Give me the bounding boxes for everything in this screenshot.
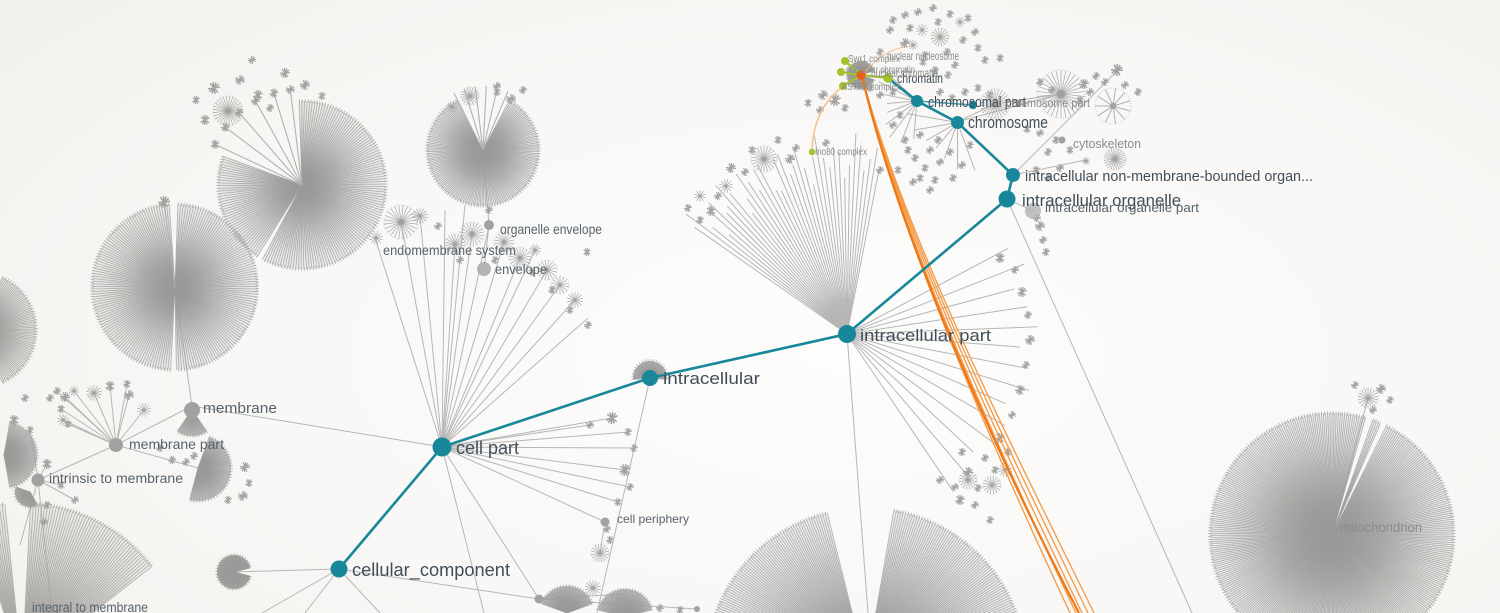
svg-text:chromosome: chromosome — [968, 113, 1048, 132]
svg-text:membrane: membrane — [203, 401, 277, 417]
svg-text:intracellular organelle: intracellular organelle — [1022, 191, 1181, 210]
svg-text:Ino80 complex: Ino80 complex — [815, 146, 868, 158]
svg-text:intracellular: intracellular — [663, 369, 760, 388]
svg-text:chromatin: chromatin — [897, 70, 943, 86]
svg-text:chromosomal part: chromosomal part — [928, 94, 1027, 111]
svg-text:cytoskeleton: cytoskeleton — [1073, 136, 1141, 151]
svg-text:organelle envelope: organelle envelope — [500, 221, 602, 237]
svg-text:Swr1 complex: Swr1 complex — [848, 53, 901, 65]
svg-text:endomembrane system: endomembrane system — [383, 242, 516, 258]
svg-text:cellular_component: cellular_component — [352, 560, 510, 581]
svg-text:intracellular non-membrane-bou: intracellular non-membrane-bounded organ… — [1025, 168, 1313, 185]
svg-text:mitochondrion: mitochondrion — [1340, 520, 1422, 535]
svg-text:cell part: cell part — [456, 438, 519, 458]
svg-text:intrinsic to membrane: intrinsic to membrane — [49, 471, 183, 486]
svg-text:intracellular organelle part: intracellular organelle part — [1045, 200, 1199, 215]
svg-text:nuclear nucleosome: nuclear nucleosome — [887, 49, 959, 63]
svg-text:cell periphery: cell periphery — [617, 512, 689, 526]
svg-text:ASTRA complex: ASTRA complex — [842, 81, 901, 93]
svg-text:membrane part: membrane part — [129, 436, 224, 452]
svg-text:chromosome part: chromosome part — [1006, 96, 1091, 110]
svg-text:integral to membrane: integral to membrane — [32, 600, 148, 613]
svg-text:intracellular part: intracellular part — [860, 326, 991, 345]
svg-text:envelope: envelope — [495, 261, 547, 277]
svg-text:nuclear chromatin: nuclear chromatin — [871, 68, 938, 80]
svg-text:nucleolar chromatin: nucleolar chromatin — [846, 64, 915, 76]
